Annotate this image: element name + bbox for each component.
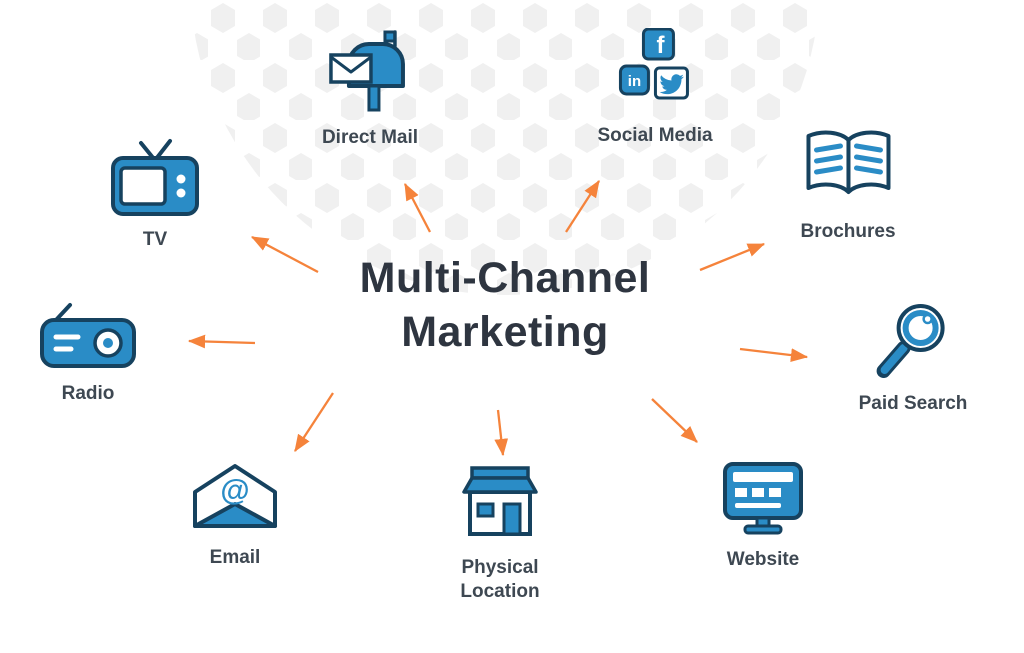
- label-physical-location: Physical Location: [460, 557, 540, 602]
- label-website: Website: [726, 549, 800, 570]
- label-brochures: Brochures: [800, 221, 896, 242]
- label-tv: TV: [142, 229, 168, 250]
- arrow-to-tv: [250, 235, 319, 274]
- node-website: Website: [719, 460, 807, 572]
- arrow-to-social-media: [565, 180, 600, 233]
- node-direct-mail: Direct Mail: [322, 28, 418, 150]
- envelope-icon: @: [193, 464, 277, 528]
- arrow-to-direct-mail: [403, 182, 432, 233]
- brochure-icon: [806, 130, 890, 194]
- node-radio: Radio: [38, 300, 138, 406]
- arrow-to-email: [294, 392, 334, 452]
- label-email: Email: [209, 547, 261, 568]
- monitor-icon: [723, 462, 803, 535]
- magnifier-icon: [877, 304, 945, 378]
- arrow-to-radio: [187, 334, 256, 349]
- label-social-media: Social Media: [597, 125, 713, 146]
- arrow-to-paid-search: [739, 347, 809, 362]
- arrow-to-brochures: [699, 242, 766, 272]
- label-paid-search: Paid Search: [858, 393, 968, 414]
- node-social-media: f in Social Media: [597, 28, 713, 148]
- svg-text:in: in: [627, 73, 640, 90]
- arrow-to-physical-location: [494, 409, 509, 457]
- tv-icon: [111, 139, 199, 216]
- node-physical-location: Physical Location: [445, 462, 555, 604]
- label-direct-mail: Direct Mail: [321, 127, 419, 148]
- storefront-icon: [462, 466, 538, 536]
- at-symbol: @: [220, 474, 249, 507]
- mailbox-icon: [329, 30, 405, 112]
- node-email: @ Email: [189, 460, 281, 570]
- label-radio: Radio: [61, 383, 115, 404]
- title-line-1: Multi-Channel: [359, 254, 651, 302]
- node-brochures: Brochures: [800, 128, 896, 244]
- diagram-title: Multi-Channel Marketing: [360, 252, 651, 360]
- arrow-to-website: [651, 398, 698, 443]
- linkedin-icon: in: [618, 64, 650, 96]
- title-line-2: Marketing: [401, 307, 609, 356]
- facebook-icon: f: [641, 28, 675, 61]
- node-tv: TV: [107, 138, 203, 252]
- node-paid-search: Paid Search: [858, 298, 968, 416]
- twitter-icon: [653, 66, 689, 100]
- radio-icon: [40, 303, 136, 368]
- social-icons-cluster: f in: [618, 28, 689, 100]
- svg-text:f: f: [656, 32, 665, 59]
